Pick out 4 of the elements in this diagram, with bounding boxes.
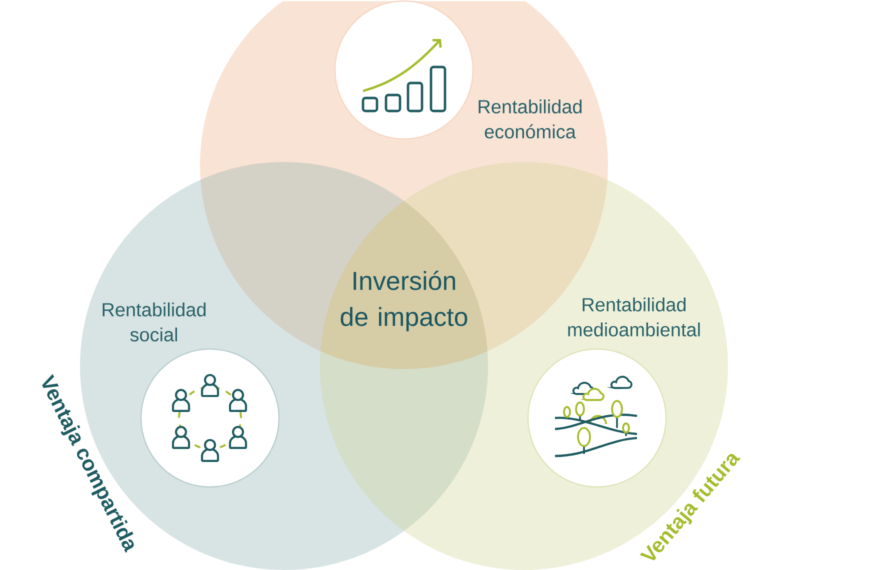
circle-label: Rentabilidad económica — [478, 100, 582, 138]
circle-label: Rentabilidad social — [102, 302, 206, 342]
center-label: Inversión de impacto — [340, 270, 468, 332]
circle-label: Rentabilidad medioambiental — [568, 298, 700, 336]
